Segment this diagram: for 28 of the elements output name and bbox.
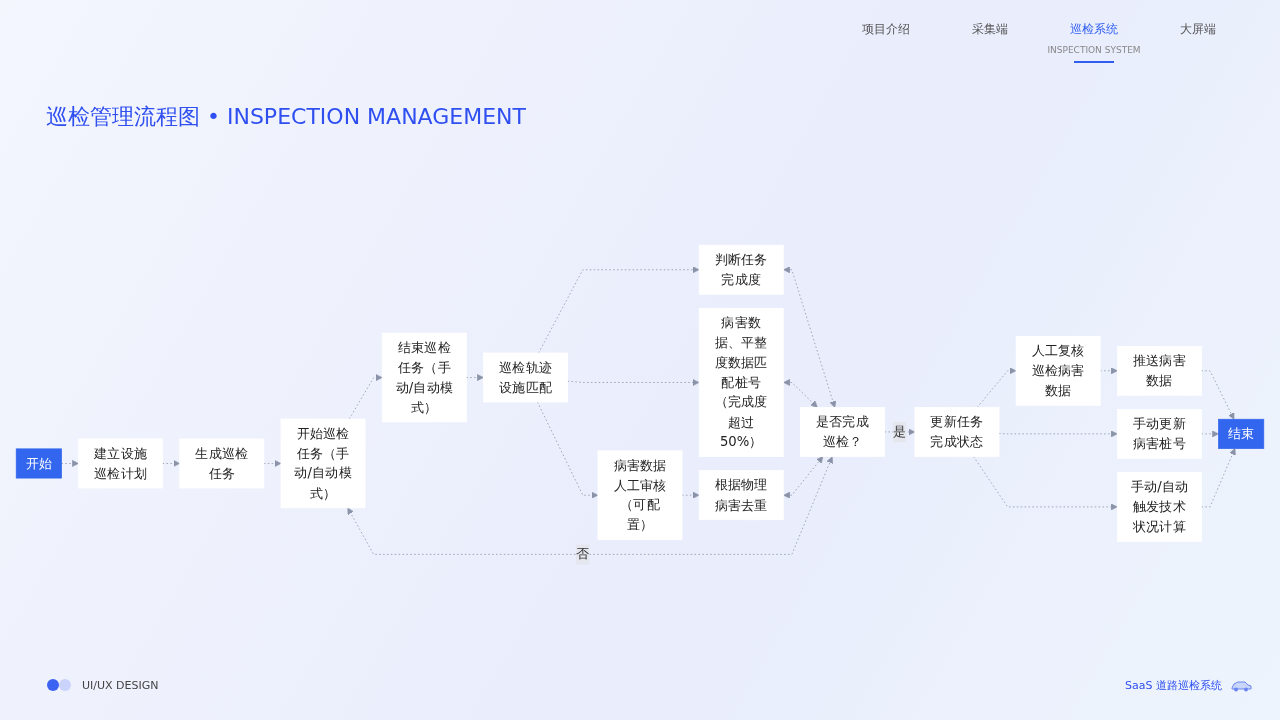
node-box [698, 470, 784, 521]
nav-link: 大屏端 [1180, 21, 1216, 38]
flowchart: 否 是 开始 建立设施巡检计划 生成巡检任务 开始巡检任务（手动/自动模式） 结束巡检任务（手动/自动模式） 巡检轨迹设施匹配 判断任务完成度 病害数据、平整度数据匹配桩号（完成度超过50%） 根据物理病害去重 病害数据人工审核（可配置） 是否完成巡检？ 更新任务完成状态 人工复核巡检病害数据 推送病害数据 手动更新病害桩号 手动/自动触发技术状况计算 结束 [10, 239, 1270, 571]
node-box [597, 450, 683, 541]
node-box [280, 418, 366, 509]
node-box [1015, 336, 1101, 406]
nav-subtitle: INSPECTION SYSTEM [1047, 45, 1141, 55]
footer-text: UI/UX DESIGN [82, 678, 159, 692]
node-box [483, 352, 568, 403]
nav-link: 巡检系统 [1070, 21, 1118, 38]
node-box [179, 438, 265, 489]
page-title: 巡检管理流程图 • INSPECTION MANAGEMENT [46, 103, 526, 131]
node-box [1116, 346, 1202, 396]
node-box [800, 407, 885, 458]
node-box [698, 245, 784, 295]
node-box [78, 438, 163, 489]
node-box [1116, 409, 1202, 459]
node-box [381, 332, 467, 423]
edge-label: 否 [576, 546, 590, 562]
nav-link: 采集端 [972, 21, 1008, 38]
edge-label: 是 [893, 423, 907, 440]
node-box [914, 407, 1000, 458]
footer-text: SaaS 道路巡检系统 [1125, 678, 1222, 693]
node-box [698, 308, 784, 458]
node-box [15, 448, 62, 479]
node-box [1218, 419, 1265, 450]
node-box [1116, 472, 1202, 542]
nav-link: 项目介绍 [862, 21, 910, 38]
